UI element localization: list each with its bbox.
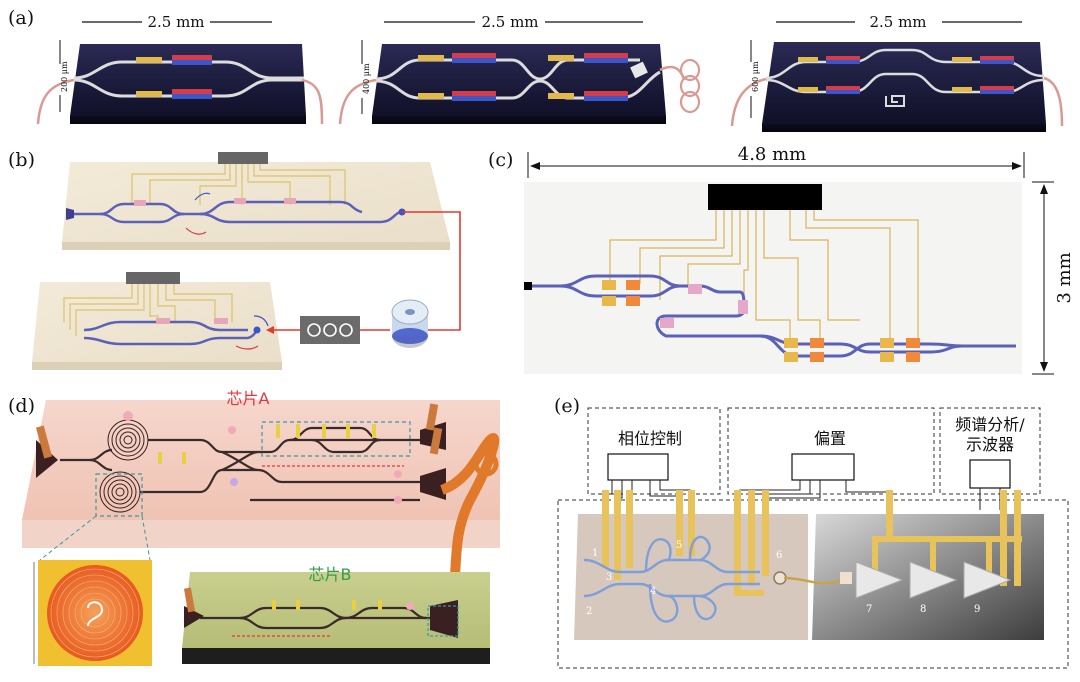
label-1: 1 [592, 548, 598, 559]
label-5: 5 [676, 540, 682, 551]
chip-3-length-label: 2.5 mm [869, 13, 926, 31]
panel-d-spiral-inset [33, 515, 152, 666]
panel-c-dimension-height: 3 mm [1032, 181, 1075, 375]
chip-1-length-label: 2.5 mm [147, 13, 204, 31]
panel-c-label: (c) [488, 149, 513, 171]
label-9: 9 [974, 604, 980, 615]
panel-c-chip [524, 182, 1022, 374]
chip-3-width-label: 600 μm [751, 61, 760, 92]
panel-e-label: (e) [554, 395, 580, 417]
panel-b-lower-chip [32, 272, 282, 370]
panel-d-label: (d) [8, 395, 35, 417]
phase-control-label: 相位控制 [618, 429, 682, 448]
label-4: 4 [650, 586, 656, 597]
panel-a-label: (a) [8, 7, 34, 29]
panel-e-wiring [607, 480, 1001, 510]
label-3: 3 [606, 572, 612, 583]
chip-a-label: 芯片A [227, 389, 270, 408]
label-2: 2 [586, 606, 592, 617]
panel-e-boxes [557, 407, 1069, 669]
panel-e-instruments [607, 453, 1011, 489]
panel-a-chip-3: 2.5 mm 600 μm [730, 13, 1064, 132]
panel-c-dimension-width: 4.8 mm [527, 144, 1025, 178]
panel-c-width-label: 4.8 mm [738, 144, 806, 165]
chip-2-width-label: 400 μm [362, 63, 371, 94]
panel-a-chip-1: 2.5 mm 200 μm [36, 13, 324, 125]
bias-label: 偏置 [814, 429, 846, 448]
panel-e-chip-right: 7 8 9 [783, 490, 1044, 640]
panel-d-chip-a: 芯片A [22, 389, 500, 612]
label-7: 7 [866, 604, 872, 615]
label-6: 6 [776, 550, 782, 561]
spectrum-label-1: 频谱分析/ [955, 415, 1025, 434]
chip-1-width-label: 200 μm [60, 61, 69, 92]
chip-b-label: 芯片B [309, 565, 352, 584]
label-8: 8 [920, 604, 926, 615]
panel-b-label: (b) [8, 149, 35, 171]
panel-c-height-label: 3 mm [1054, 252, 1075, 303]
panel-b-fiber-loop [266, 211, 461, 348]
chip-2-length-label: 2.5 mm [481, 13, 538, 31]
panel-b-upper-chip [62, 152, 450, 250]
panel-e-chip-left: 1 2 3 4 5 6 [574, 490, 808, 640]
panel-a-chip-2: 2.5 mm 400 μm [338, 13, 701, 125]
spectrum-label-2: 示波器 [966, 435, 1014, 454]
panel-d-chip-b: 芯片B [182, 565, 490, 664]
